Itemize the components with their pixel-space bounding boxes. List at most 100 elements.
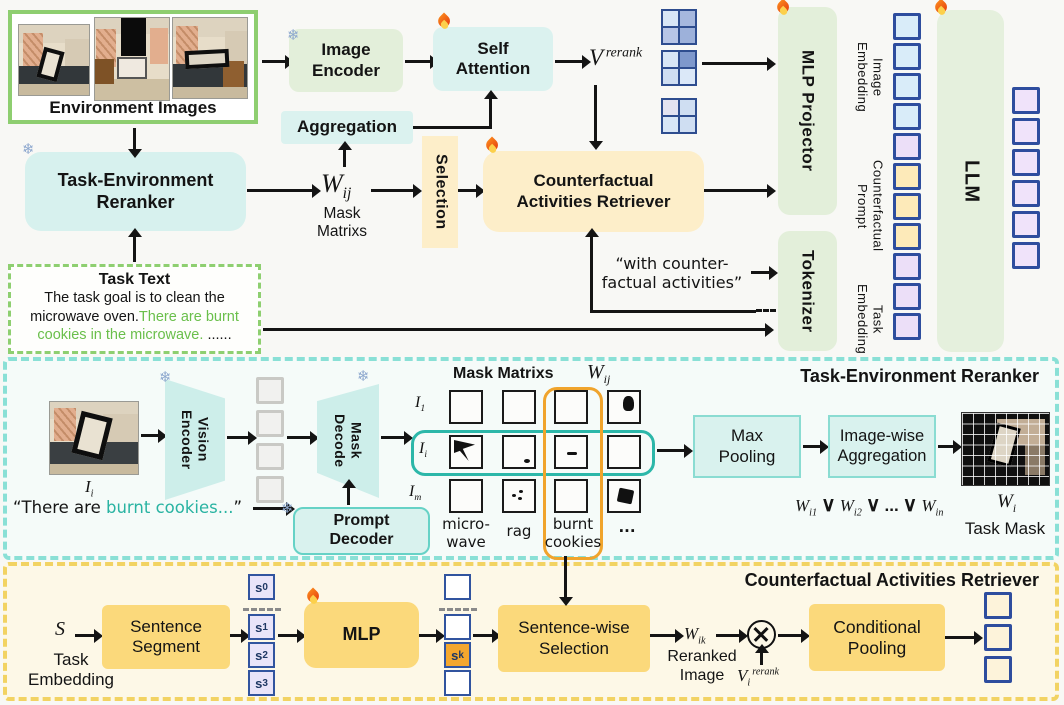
arrow-maxpool-to-aggregation: [803, 439, 829, 454]
prompt-quote: “There are burnt cookies...”: [13, 498, 243, 517]
counterfactual-prompt-label: Counterfactual Prompt: [855, 160, 886, 252]
reranker-section: Task-Environment Reranker Ii ❄ Vision En…: [3, 357, 1059, 560]
task-mask-label: Task Mask: [964, 519, 1046, 538]
mask-matrix-grid: [449, 390, 643, 514]
prompt-decoder: Prompt Decoder: [293, 507, 430, 555]
environment-photo-3: [172, 17, 248, 99]
rerank-matrix: [661, 98, 697, 134]
image-wise-aggregation-box: Image-wise Aggregation: [828, 415, 936, 478]
arrow-quote-to-prompt: [253, 501, 295, 516]
arrow-tokens-to-mlp: [278, 628, 306, 643]
max-pooling-box: Max Pooling: [693, 415, 801, 478]
arrow-pooling-to-output: [945, 630, 983, 645]
grid-col-label: rag: [506, 522, 532, 540]
mask-cell: [607, 479, 641, 513]
token-square: [893, 43, 921, 70]
grid-row-label: Im: [409, 483, 422, 504]
grid-title: Mask Matrixs: [453, 365, 554, 382]
token-square: [893, 133, 921, 160]
mask-cell: [607, 435, 641, 469]
aggregation-formula: Wi1∨Wi2∨...∨Win: [795, 492, 943, 518]
arrow-wij-to-selection: [371, 183, 422, 198]
aggregation-box: Aggregation: [281, 111, 413, 144]
quote-line-1: “with counter-: [615, 254, 729, 273]
token-square: [1012, 180, 1040, 207]
arrow-column-to-selection: [558, 556, 573, 606]
task-text-line2: microwave oven.There are burnt: [30, 308, 239, 325]
selection-box: Selection: [422, 136, 458, 248]
token-square: [1012, 87, 1040, 114]
task-text-box: Task Text The task goal is to clean the …: [8, 264, 261, 354]
token-square: [256, 410, 284, 437]
tokenizer-box: Tokenizer: [778, 231, 837, 351]
arrow-tokens-to-decoder: [287, 430, 319, 445]
arrow-s-to-segment: [75, 628, 103, 643]
arrow-vision-to-tokens: [227, 430, 257, 445]
sentence-segment-box: Sentence Segment: [102, 605, 230, 669]
mask-cell: [502, 390, 536, 424]
snowflake-icon: ❄: [287, 26, 300, 44]
token-square: [1012, 211, 1040, 238]
snowflake-icon: ❄: [22, 140, 35, 158]
counterfactual-retriever-box: Counterfactual Activities Retriever: [483, 151, 704, 232]
sentence-token: [444, 670, 471, 696]
embedding-token-column: [893, 13, 921, 340]
snowflake-icon: ❄: [281, 499, 294, 517]
arrow-retriever-to-projector: [704, 183, 776, 198]
token-square: [256, 476, 284, 503]
token-square: [893, 313, 921, 340]
arrow-image-to-vision: [141, 428, 167, 443]
arrow-selection-to-wik: [650, 628, 684, 643]
grid-col-label: burnt cookies: [544, 515, 602, 551]
grid-col-label: micro- wave: [442, 515, 490, 551]
token-square: [893, 103, 921, 130]
llm-output-tokens: [1012, 87, 1040, 269]
grid-col-label: ...: [618, 518, 636, 536]
token-square: [984, 624, 1012, 651]
wi-label: Wi: [997, 491, 1016, 515]
mask-matrixs-caption: Mask Matrixs: [317, 205, 367, 241]
snowflake-icon: ❄: [357, 367, 370, 385]
arrow-tokens-to-selection: [473, 628, 501, 643]
task-embedding-label: Task Embedding: [855, 283, 886, 355]
token-square: [256, 377, 284, 404]
token-square: [893, 283, 921, 310]
mask-cell: [554, 479, 588, 513]
feature-tokens: [256, 377, 284, 503]
token-square: [256, 443, 284, 470]
task-text-line1: The task goal is to clean the: [44, 290, 225, 306]
token-square: [1012, 118, 1040, 145]
row-highlight: [411, 430, 655, 476]
arrow-env-to-encoder: [262, 54, 294, 69]
mlp-projector-box: MLP Projector: [778, 7, 837, 215]
environment-photo-2: [94, 17, 170, 101]
column-highlight: [543, 387, 603, 560]
arrow-matrices-to-projector: [702, 56, 776, 71]
token-square: [1012, 149, 1040, 176]
vision-encoder: Vision Encoder: [165, 379, 225, 500]
self-attention-box: Self Attention: [433, 27, 553, 91]
fire-icon: [437, 14, 452, 31]
arrow-prompt-to-mask: [341, 479, 356, 505]
token-square: [1012, 242, 1040, 269]
s-label: S: [55, 618, 65, 640]
wij-label: Wij: [321, 169, 352, 203]
token-square: [893, 13, 921, 40]
mask-cell: [449, 390, 483, 424]
arrow-reranker-to-wij: [247, 183, 321, 198]
llm-box: LLM: [937, 10, 1004, 352]
arrow-segment-to-tokens: [230, 628, 250, 643]
rerank-feature-matrices: [661, 9, 697, 146]
vi-rerank-label: Vi rerank: [737, 666, 780, 689]
retriever-section-title: Counterfactual Activities Retriever: [744, 570, 1039, 590]
task-mask-image: [961, 412, 1050, 486]
formula-term: Wi2: [839, 496, 862, 519]
arrow-wik-to-otimes: [716, 628, 748, 643]
mask-cell: [554, 435, 588, 469]
arrow-quote-to-tokenizer: [751, 265, 778, 280]
